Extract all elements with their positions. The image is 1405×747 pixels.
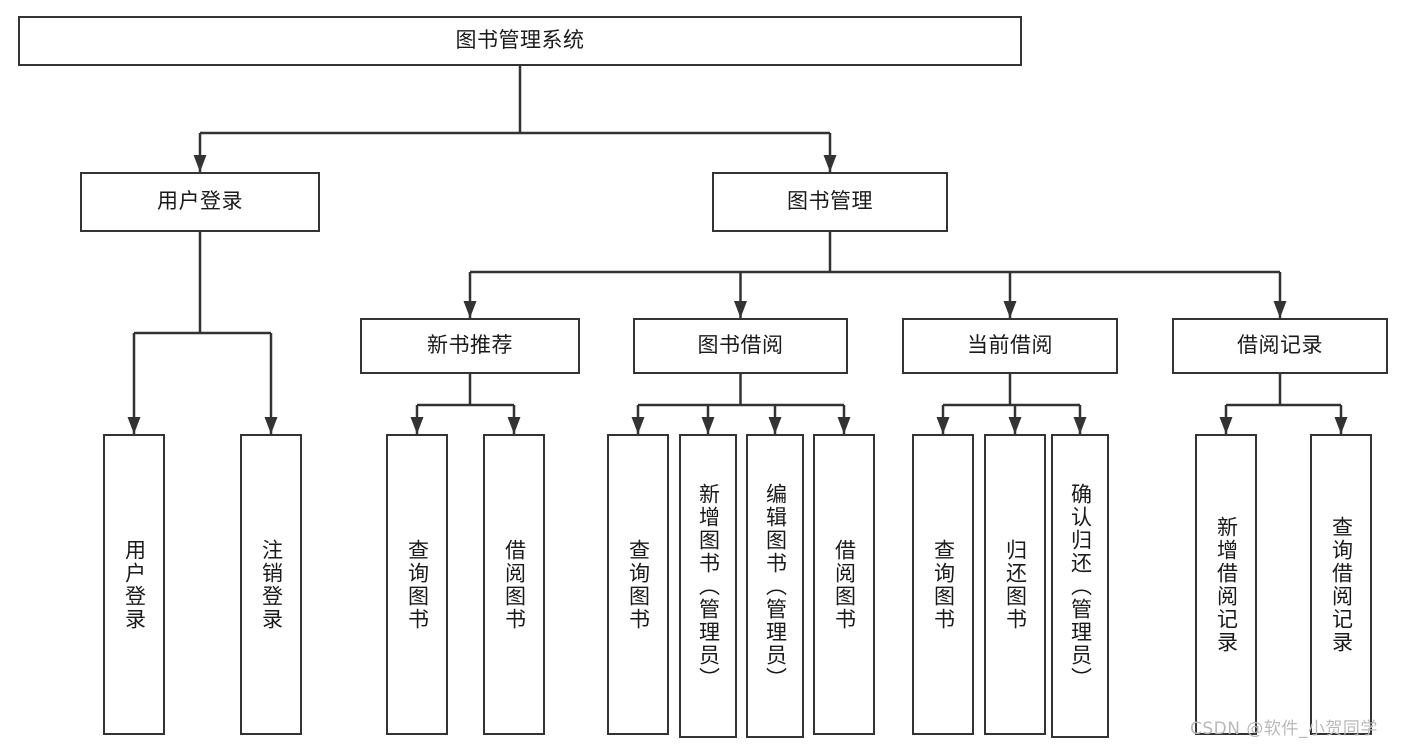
node-leaf-borrow-book-1[interactable]: 借阅图书 bbox=[483, 434, 545, 735]
node-label: 图书借阅 bbox=[697, 333, 784, 358]
arrowhead-icon bbox=[837, 417, 851, 434]
csdn-watermark: CSDN @软件_小贺同学 bbox=[1190, 719, 1378, 739]
node-book-borrow[interactable]: 图书借阅 bbox=[633, 318, 848, 374]
arrowhead-icon bbox=[734, 301, 747, 318]
node-leaf-add-book[interactable]: 新增图书（管理员） bbox=[679, 434, 737, 738]
node-label: 借阅记录 bbox=[1237, 333, 1323, 358]
arrowhead-icon bbox=[127, 417, 141, 434]
node-current-borrow[interactable]: 当前借阅 bbox=[902, 318, 1118, 374]
node-label: 注销登录 bbox=[259, 538, 284, 631]
node-label: 查询图书 bbox=[626, 538, 651, 631]
node-leaf-borrow-book-2[interactable]: 借阅图书 bbox=[813, 434, 875, 735]
node-label: 图书管理 bbox=[787, 189, 873, 214]
node-root[interactable]: 图书管理系统 bbox=[18, 16, 1022, 66]
arrowhead-icon bbox=[1219, 417, 1233, 434]
arrowhead-icon bbox=[631, 417, 645, 434]
node-label: 归还图书 bbox=[1003, 538, 1028, 631]
arrowhead-icon bbox=[463, 301, 477, 318]
arrowhead-icon bbox=[1003, 301, 1017, 318]
node-label: 查询图书 bbox=[931, 538, 956, 631]
node-leaf-confirm-return[interactable]: 确认归还（管理员） bbox=[1051, 434, 1109, 738]
node-label: 图书管理系统 bbox=[455, 28, 585, 53]
node-label: 用户登录 bbox=[122, 538, 147, 631]
node-user-login[interactable]: 用户登录 bbox=[80, 172, 320, 232]
node-label: 借阅图书 bbox=[832, 538, 857, 631]
node-leaf-logout[interactable]: 注销登录 bbox=[240, 434, 302, 735]
arrowhead-icon bbox=[1334, 417, 1348, 434]
arrowhead-icon bbox=[410, 417, 424, 434]
node-label: 编辑图书（管理员） bbox=[763, 482, 788, 690]
node-label: 查询借阅记录 bbox=[1329, 515, 1354, 654]
node-label: 新增借阅记录 bbox=[1214, 515, 1239, 654]
arrowhead-icon bbox=[1008, 417, 1022, 434]
arrowhead-icon bbox=[507, 417, 521, 434]
node-label: 当前借阅 bbox=[967, 333, 1053, 358]
node-leaf-query-book-2[interactable]: 查询图书 bbox=[607, 434, 669, 735]
arrowhead-icon bbox=[701, 417, 715, 434]
node-label: 新书推荐 bbox=[427, 333, 513, 358]
node-label: 新增图书（管理员） bbox=[696, 482, 721, 690]
node-label: 用户登录 bbox=[157, 189, 243, 214]
arrowhead-icon bbox=[1273, 301, 1287, 318]
arrowhead-icon bbox=[1073, 417, 1087, 434]
node-leaf-add-record[interactable]: 新增借阅记录 bbox=[1195, 434, 1257, 735]
arrowhead-icon bbox=[823, 155, 837, 172]
node-book-manage[interactable]: 图书管理 bbox=[712, 172, 948, 232]
node-leaf-return-book[interactable]: 归还图书 bbox=[984, 434, 1046, 735]
node-leaf-edit-book[interactable]: 编辑图书（管理员） bbox=[746, 434, 804, 738]
arrowhead-icon bbox=[264, 417, 278, 434]
node-leaf-query-book-1[interactable]: 查询图书 bbox=[386, 434, 448, 735]
node-leaf-query-record[interactable]: 查询借阅记录 bbox=[1310, 434, 1372, 735]
node-leaf-user-login[interactable]: 用户登录 bbox=[103, 434, 165, 735]
node-label: 借阅图书 bbox=[502, 538, 527, 631]
node-new-book-rec[interactable]: 新书推荐 bbox=[360, 318, 580, 374]
arrowhead-icon bbox=[768, 417, 782, 434]
arrowhead-icon bbox=[193, 155, 207, 172]
arrowhead-icon bbox=[936, 417, 950, 434]
node-leaf-query-book-3[interactable]: 查询图书 bbox=[912, 434, 974, 735]
node-label: 确认归还（管理员） bbox=[1068, 482, 1093, 690]
node-borrow-record[interactable]: 借阅记录 bbox=[1172, 318, 1388, 374]
node-label: 查询图书 bbox=[405, 538, 430, 631]
